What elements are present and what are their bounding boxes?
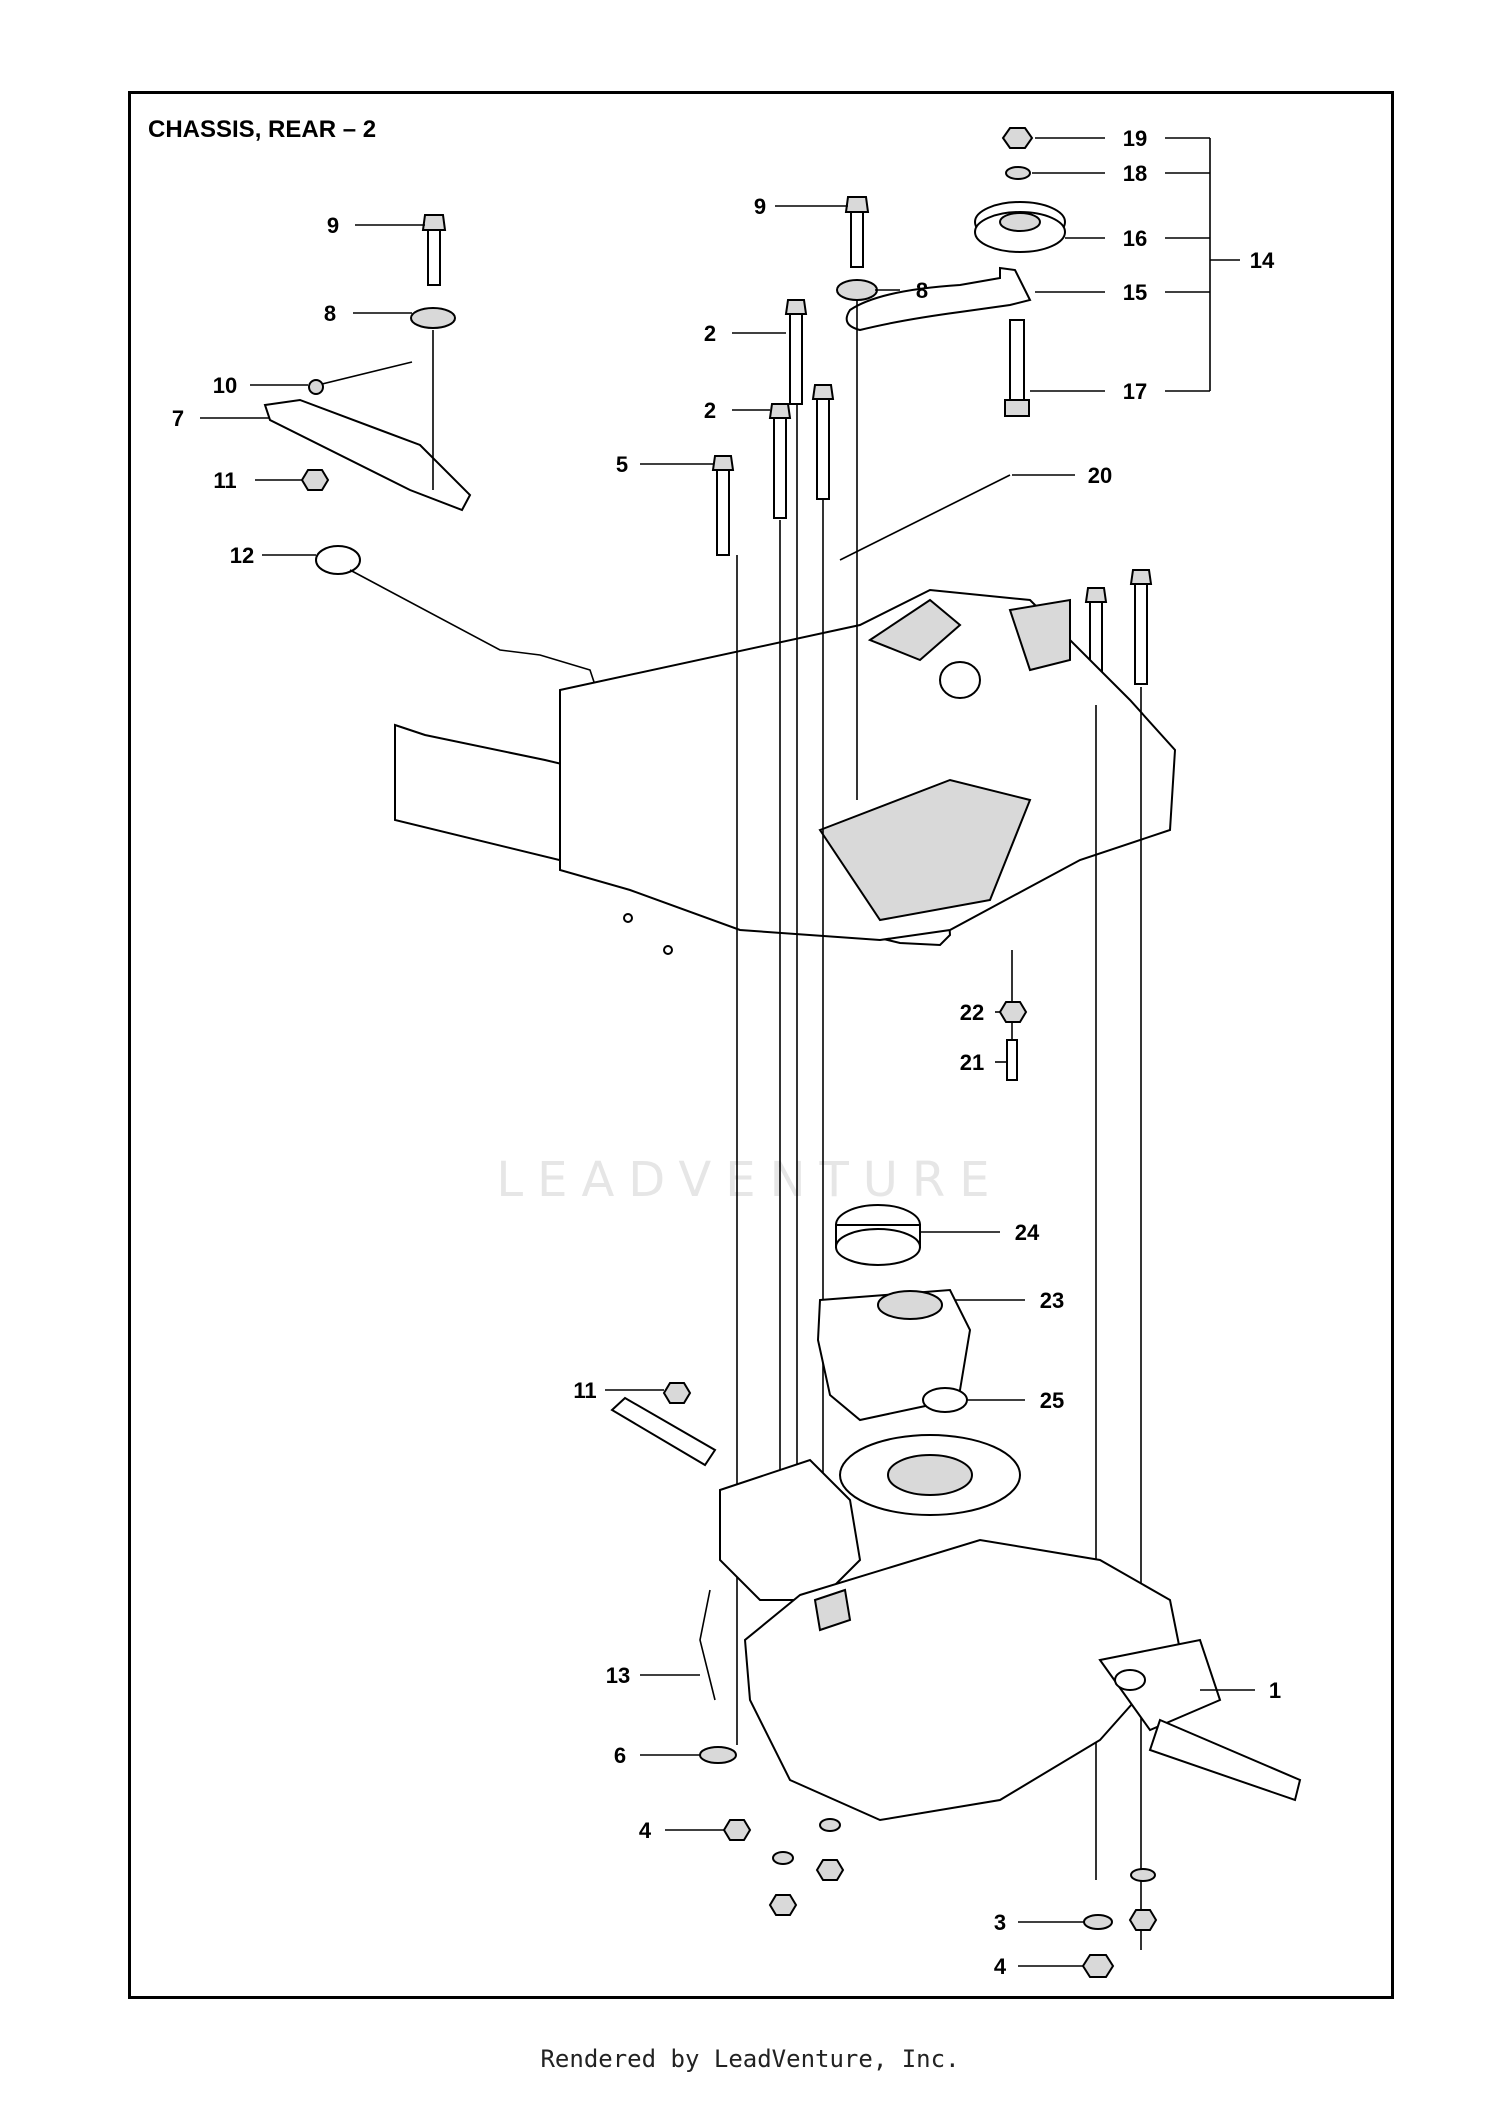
clevis-21 <box>1006 1039 1018 1081</box>
callout-leaders <box>200 137 1255 1967</box>
nut-22 <box>998 1001 1028 1023</box>
callout-labels: 19 18 16 14 15 17 20 9 8 10 7 11 12 9 8 … <box>172 126 1281 1979</box>
callout-13: 13 <box>606 1663 630 1688</box>
callout-8-mid: 8 <box>916 278 928 303</box>
diagram-title: CHASSIS, REAR – 2 <box>148 116 377 143</box>
plate-6 <box>699 1746 737 1764</box>
rod-12-loop <box>315 545 361 575</box>
rod-12 <box>349 569 601 701</box>
callout-15: 15 <box>1123 280 1147 305</box>
callout-5: 5 <box>616 452 628 477</box>
callout-7: 7 <box>172 406 184 431</box>
callout-12: 12 <box>230 543 254 568</box>
callout-4-right: 4 <box>994 1954 1007 1979</box>
washer-8-mid <box>836 279 878 301</box>
callout-22: 22 <box>960 1000 984 1025</box>
callout-10: 10 <box>213 373 237 398</box>
washer-3 <box>1083 1914 1113 1930</box>
bolts-2-5 <box>711 299 835 556</box>
spring-20 <box>839 474 1011 561</box>
callout-2-lower: 2 <box>704 398 716 423</box>
diagram-frame <box>128 91 1394 1999</box>
nut-11-lower <box>662 1382 692 1404</box>
footer-credit: Rendered by LeadVenture, Inc. <box>540 2045 960 2073</box>
callout-19: 19 <box>1123 126 1147 151</box>
bracket-15 <box>845 266 1032 332</box>
axle-shaft <box>610 1396 717 1467</box>
washer-8-left <box>410 307 456 329</box>
callout-9-left: 9 <box>327 213 339 238</box>
callout-20: 20 <box>1088 463 1112 488</box>
bolt-9-left <box>421 214 447 286</box>
callout-4-left: 4 <box>639 1818 652 1843</box>
callout-11-left: 11 <box>213 468 236 493</box>
watermark: LEADVENTURE <box>496 1152 1004 1208</box>
nut-4-right <box>1081 1954 1115 1978</box>
lever-7 <box>263 398 472 512</box>
bolt-17 <box>1009 319 1025 401</box>
callout-24: 24 <box>1015 1220 1040 1245</box>
callout-23: 23 <box>1040 1288 1064 1313</box>
lower-nuts <box>722 1818 1158 1978</box>
callout-14: 14 <box>1250 248 1275 273</box>
nut-19 <box>1001 127 1034 149</box>
washer-18 <box>1005 166 1031 180</box>
spring-13 <box>699 1589 716 1701</box>
callout-1: 1 <box>1269 1678 1281 1703</box>
chassis-plate <box>394 588 1177 955</box>
nut-11-left <box>300 469 330 491</box>
callout-18: 18 <box>1123 161 1147 186</box>
callout-21: 21 <box>960 1050 984 1075</box>
transaxle-1 <box>719 1434 1302 1822</box>
callout-3: 3 <box>994 1910 1006 1935</box>
callout-2-upper: 2 <box>704 321 716 346</box>
nut-4-left <box>722 1819 752 1841</box>
clamp-25 <box>922 1387 968 1413</box>
callout-11-lower: 11 <box>573 1378 596 1403</box>
callout-8-left: 8 <box>324 301 336 326</box>
bolt-9-mid <box>844 196 870 268</box>
cable-10 <box>317 361 413 386</box>
callout-9-mid: 9 <box>754 194 766 219</box>
callout-16: 16 <box>1123 226 1147 251</box>
idler-assembly <box>845 127 1066 417</box>
callout-25: 25 <box>1040 1388 1064 1413</box>
callout-17: 17 <box>1123 379 1147 404</box>
callout-6: 6 <box>614 1743 626 1768</box>
